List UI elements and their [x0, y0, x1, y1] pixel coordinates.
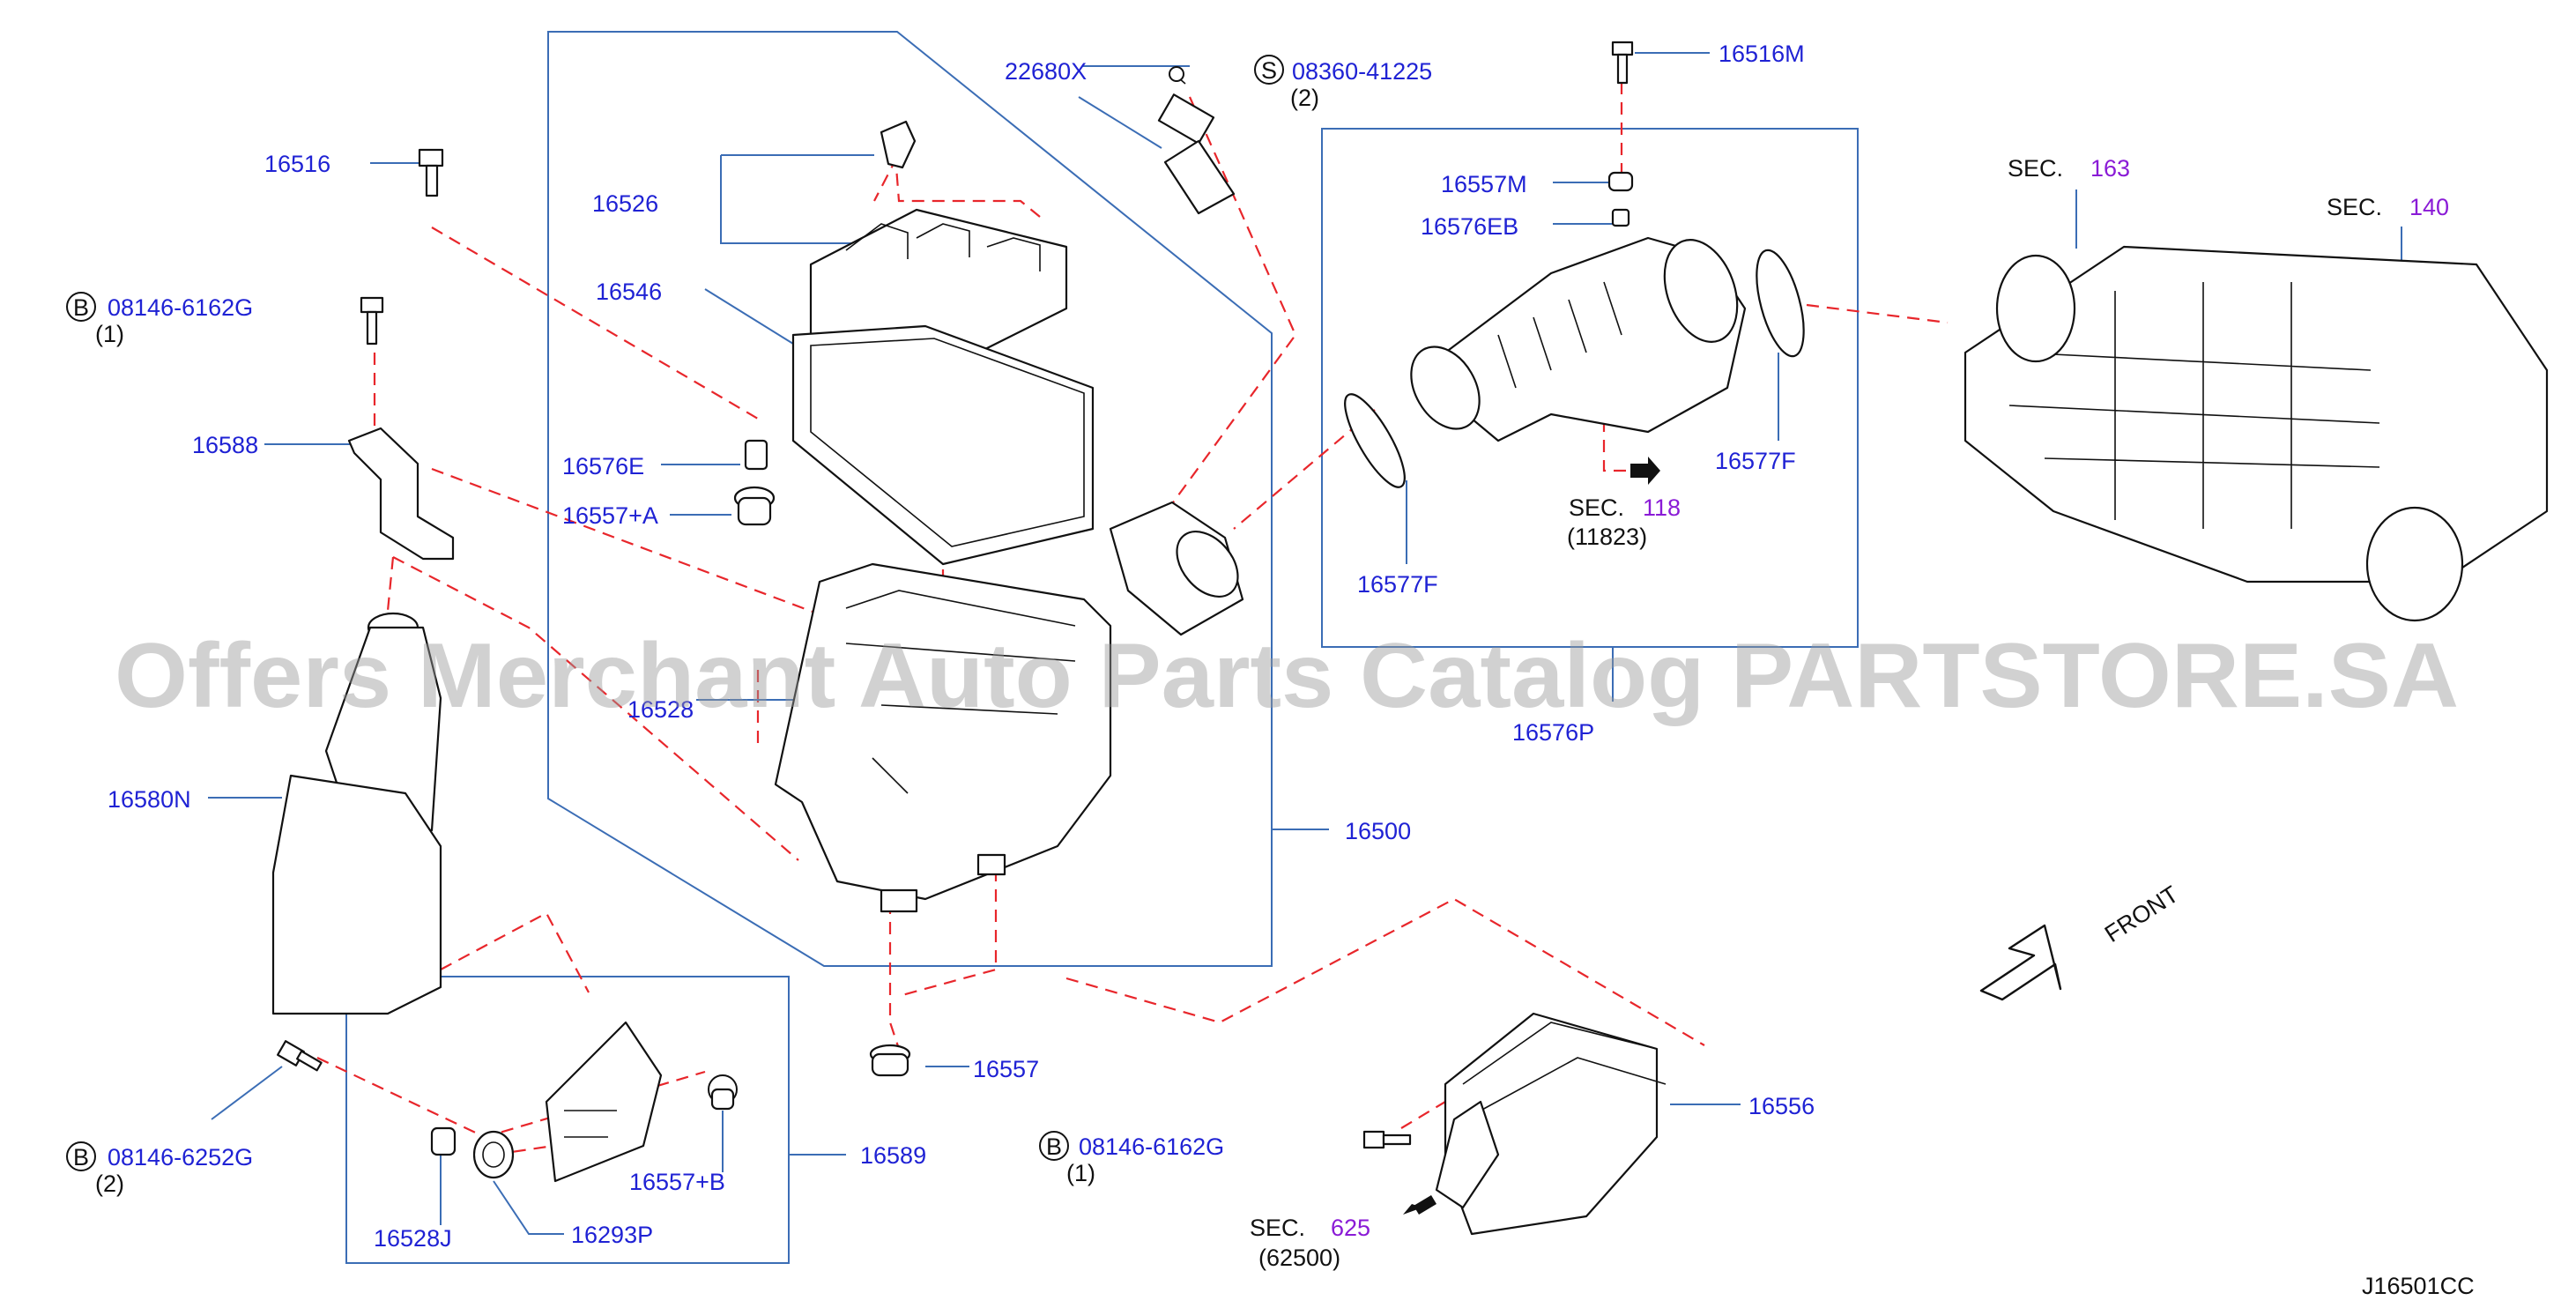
sec140-number: 140 — [2409, 194, 2449, 220]
sec118-ref: (11823) — [1567, 524, 1647, 550]
frame-air-cleaner — [547, 31, 1273, 967]
sec163-number: 163 — [2090, 155, 2130, 182]
grommet-16557m — [1607, 171, 1634, 192]
bracket-16588 — [347, 427, 455, 561]
bolt-16516m — [1611, 41, 1634, 85]
label-16293p: 16293P — [571, 1222, 653, 1248]
marker-b-lower: B — [1046, 1133, 1062, 1160]
grommet-16557 — [869, 1044, 911, 1077]
circled-markers: S B B B — [66, 55, 1284, 1171]
label-16580n: 16580N — [108, 786, 191, 813]
label-16577f-left: 16577F — [1357, 571, 1438, 598]
label-16576e: 16576E — [562, 453, 644, 479]
arrow-sec118 — [1630, 457, 1660, 485]
label-16576eb: 16576EB — [1421, 213, 1518, 240]
assembly-lines — [316, 62, 1949, 1156]
qty-08146-6252g: (2) — [95, 1171, 124, 1197]
label-16500: 16500 — [1345, 818, 1411, 844]
air-duct-16556 — [1435, 1012, 1667, 1236]
clamp-16577f-left — [1344, 393, 1406, 488]
grommet-16557a — [733, 486, 776, 526]
marker-b-left: B — [73, 1144, 89, 1171]
frame-intake-duct — [1321, 128, 1859, 648]
marker-b-upper: B — [73, 294, 89, 321]
bolt-16516 — [418, 148, 444, 197]
watermark: Offers Merchant Auto Parts Catalog PARTS… — [115, 625, 2459, 727]
bolt-08146-lower — [1362, 1130, 1412, 1149]
label-16546: 16546 — [596, 279, 662, 305]
grommet-16293p — [472, 1130, 515, 1179]
label-16557b: 16557+B — [629, 1169, 725, 1195]
label-16526: 16526 — [592, 190, 658, 217]
label-16516: 16516 — [264, 151, 330, 177]
sec163-prefix: SEC. — [2008, 155, 2063, 182]
sec118-number: 118 — [1643, 494, 1681, 521]
frames — [345, 31, 1859, 1264]
clamp-16577f-right — [1756, 249, 1805, 358]
sec625-prefix: SEC. — [1250, 1215, 1305, 1241]
label-16588: 16588 — [192, 432, 258, 458]
intake-duct-16576p — [1410, 236, 1747, 442]
part-labels: 22680X 08360-41225 (2) 16516M 16516 1652… — [95, 41, 1815, 1252]
bolt-08146-upper — [360, 296, 384, 346]
label-16528j: 16528J — [374, 1225, 452, 1252]
clip-16526 — [880, 120, 917, 169]
diagram-code: J16501CC — [2362, 1273, 2475, 1299]
resonator-16580n — [271, 612, 442, 1015]
sec625-ref: (62500) — [1258, 1245, 1340, 1271]
maf-sensor — [1157, 66, 1236, 215]
sec118-prefix: SEC. — [1569, 494, 1624, 521]
label-16589: 16589 — [860, 1142, 926, 1169]
qty-08146-6162g-lower: (1) — [1066, 1160, 1095, 1186]
front-arrow — [1979, 924, 2062, 1001]
sec140-prefix: SEC. — [2327, 194, 2382, 220]
label-08146-6162g-upper: 08146-6162G — [108, 294, 253, 321]
label-16557a: 16557+A — [562, 502, 658, 529]
label-08146-6162g-lower: 08146-6162G — [1079, 1133, 1224, 1160]
label-16577f-right: 16577F — [1715, 448, 1796, 474]
collar-16528j — [430, 1126, 457, 1156]
grommet-16557b — [708, 1074, 738, 1111]
label-16528: 16528 — [627, 696, 694, 723]
collar-16576e — [744, 439, 768, 471]
section-refs: SEC. 118 (11823) SEC. 163 SEC. 140 SEC. … — [1250, 155, 2449, 1271]
label-08146-6252g: 08146-6252G — [108, 1144, 253, 1171]
label-22680x: 22680X — [1005, 58, 1087, 85]
label-16557: 16557 — [973, 1056, 1039, 1082]
parts — [271, 41, 2549, 1236]
intake-manifold — [1964, 245, 2549, 622]
frame-bracket — [345, 976, 790, 1264]
label-16576p: 16576P — [1512, 719, 1594, 746]
label-16557m: 16557M — [1441, 171, 1527, 197]
label-08360-41225: 08360-41225 — [1292, 58, 1432, 85]
label-16556: 16556 — [1748, 1093, 1815, 1119]
arrow-sec625 — [1403, 1195, 1436, 1215]
filter-element — [791, 324, 1095, 566]
marker-s: S — [1261, 57, 1277, 84]
bolt-08146-6252g — [277, 1040, 323, 1072]
sec625-number: 625 — [1331, 1215, 1370, 1241]
front-label: FRONT — [2100, 881, 2183, 948]
qty-08146-6162g-upper: (1) — [95, 321, 124, 347]
bracket-16589 — [545, 1021, 663, 1183]
collar-16576eb — [1611, 208, 1630, 227]
label-16516m: 16516M — [1719, 41, 1805, 67]
air-cleaner-body — [774, 501, 1244, 913]
qty-08360-41225: (2) — [1290, 85, 1319, 111]
